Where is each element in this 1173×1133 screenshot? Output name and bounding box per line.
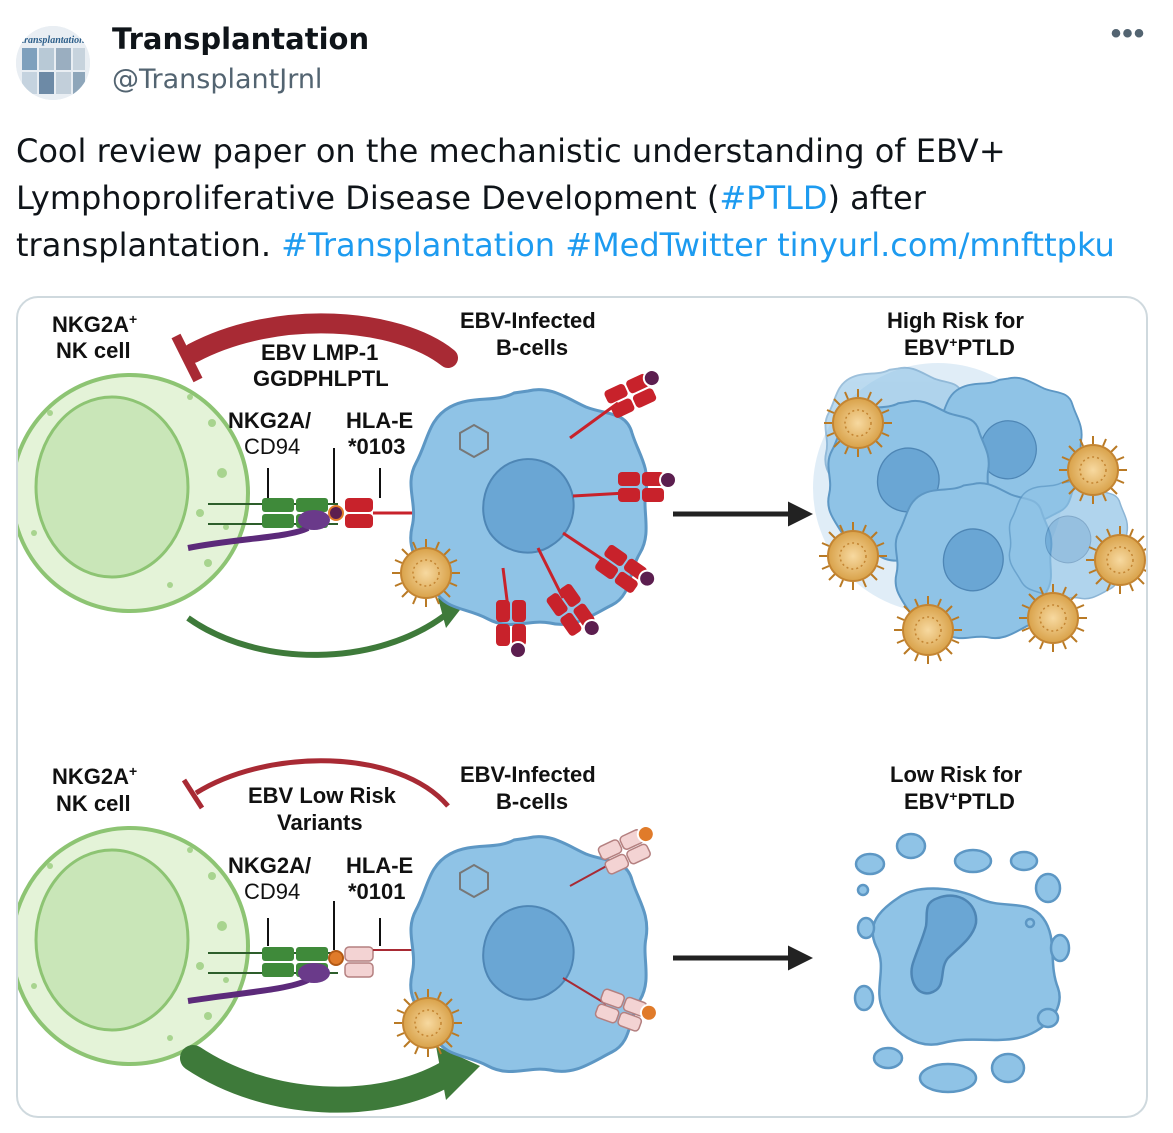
user-handle[interactable]: @TransplantJrnl	[112, 64, 323, 95]
purple-receptor-top	[187, 525, 310, 551]
nk-cell-label-top-2: NK cell	[56, 338, 131, 363]
hla-e-bottom	[344, 946, 374, 962]
virus-icon	[391, 538, 461, 608]
apoptotic-cells	[853, 832, 1071, 1094]
nkg2a-receptor-top	[262, 498, 294, 512]
tweet-text-segment: transplantation.	[16, 226, 282, 264]
ptld-figure: NKG2A+ NK cell EBV LMP-1 GGDPHLPTL NKG2A…	[18, 308, 1146, 1113]
cd94-receptor-top	[262, 514, 294, 528]
hla-e-top	[345, 498, 373, 512]
tweet-text-line-1: Cool review paper on the mechanistic und…	[16, 128, 1156, 175]
high-risk-label: High Risk for	[887, 308, 1024, 333]
hla-e-label-top: HLA-E	[346, 408, 413, 433]
activation-arrow-head-bottom	[436, 1046, 480, 1100]
inhibition-arrow-bottom	[194, 758, 450, 808]
nk-cell-label-top: NKG2A+	[52, 311, 137, 337]
ebv-lmp1-label: EBV LMP-1	[261, 340, 378, 365]
bottom-panel	[18, 758, 1071, 1113]
hashtag-ptld[interactable]: #PTLD	[719, 179, 828, 217]
tweet-link[interactable]: tinyurl.com/mnfttpku	[777, 226, 1115, 264]
purple-receptor-head-top	[298, 510, 330, 530]
b-cells-label-top-2: B-cells	[496, 335, 568, 360]
hashtag-transplantation[interactable]: #Transplantation	[281, 226, 556, 264]
activation-arrow-top	[186, 610, 450, 658]
virus-icon	[393, 988, 463, 1058]
avatar[interactable]: transplantation	[16, 26, 90, 100]
nk-cell-top	[18, 373, 250, 613]
hashtag-medtwitter[interactable]: #MedTwitter	[565, 226, 767, 264]
tweet-text-line-2: Lymphoproliferative Disease Development …	[16, 175, 1156, 222]
tumor-cluster	[813, 363, 1146, 665]
hexagon-icon	[459, 863, 489, 899]
peptide-top	[328, 505, 344, 521]
hla-e-bottom	[344, 962, 374, 978]
hla-e-top	[345, 514, 373, 528]
low-risk-ptld-label: EBV+PTLD	[904, 788, 1015, 814]
activation-arrow-bottom	[180, 1045, 461, 1113]
tweet-media-image[interactable]: NKG2A+ NK cell EBV LMP-1 GGDPHLPTL NKG2A…	[16, 296, 1148, 1118]
tweet-text-segment: Cool review paper on the mechanistic und…	[16, 132, 1006, 170]
tweet-text-line-3: transplantation. #Transplantation #MedTw…	[16, 222, 1156, 269]
nk-cell-label-bottom-2: NK cell	[56, 791, 131, 816]
tweet-text-segment: ) after	[827, 179, 926, 217]
nkg2a-receptor-bottom	[296, 947, 328, 961]
ebv-peptide-label: GGDPHLPTL	[253, 366, 389, 391]
tweet-text-segment: Lymphoproliferative Disease Development …	[16, 179, 720, 217]
peptide-bottom	[328, 950, 344, 966]
nkg2a-receptor-top	[296, 498, 328, 512]
inhibition-bar-bottom	[181, 778, 205, 810]
more-options-icon[interactable]: •••	[1110, 17, 1146, 50]
journal-cover-icon: transplantation	[16, 26, 90, 100]
cd94-label-bottom: CD94	[244, 879, 300, 904]
hla-e-surface	[602, 366, 670, 421]
b-cells-label-top: EBV-Infected	[460, 308, 596, 333]
nk-cell-bottom	[18, 826, 250, 1066]
hla-allele-label-top: *0103	[348, 434, 406, 459]
hla-e-surface-pale	[596, 822, 664, 877]
nkg2a-label-top: NKG2A/	[228, 408, 311, 433]
cd94-receptor-bottom	[262, 963, 294, 977]
nk-cell-label-bottom: NKG2A+	[52, 763, 137, 789]
inhibition-bar-top	[171, 333, 203, 383]
ebv-low-risk-label: EBV Low Risk	[248, 783, 397, 808]
hla-allele-label-bottom: *0101	[348, 879, 406, 904]
tweet-text: Cool review paper on the mechanistic und…	[16, 128, 1156, 269]
hla-e-label-bottom: HLA-E	[346, 853, 413, 878]
high-risk-ptld-label: EBV+PTLD	[904, 334, 1015, 360]
low-risk-label: Low Risk for	[890, 762, 1022, 787]
inhibition-arrow-top	[183, 313, 458, 368]
cd94-label-top: CD94	[244, 434, 300, 459]
display-name[interactable]: Transplantation	[112, 22, 370, 56]
purple-receptor-bottom	[187, 977, 310, 1004]
nkg2a-receptor-bottom	[262, 947, 294, 961]
b-cells-label-bottom: EBV-Infected	[460, 762, 596, 787]
ebv-variants-label: Variants	[277, 810, 363, 835]
top-panel	[18, 313, 1146, 665]
avatar-text: transplantation	[21, 35, 85, 46]
b-cells-label-bottom-2: B-cells	[496, 789, 568, 814]
hexagon-icon	[459, 423, 489, 459]
purple-receptor-head-bottom	[298, 963, 330, 983]
nkg2a-label-bottom: NKG2A/	[228, 853, 311, 878]
